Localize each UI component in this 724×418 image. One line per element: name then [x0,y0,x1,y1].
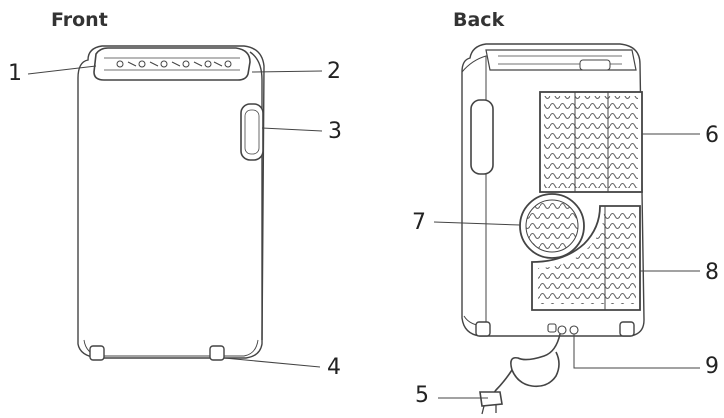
callout-7: 7 [412,210,426,235]
callout-2: 2 [327,59,341,84]
back-casters [475,321,635,337]
drain-fittings [547,323,579,335]
front-unit [77,45,265,361]
control-panel [93,47,251,81]
power-cord [479,333,561,415]
front-view-title: Front [51,9,108,31]
callout-9: 9 [705,354,719,379]
callout-4: 4 [327,355,341,380]
callout-3: 3 [328,119,342,144]
back-view-title: Back [453,9,505,31]
callout-5: 5 [415,383,429,408]
back-unit [461,43,645,337]
control-buttons [116,60,232,68]
back-handle [470,99,494,175]
back-leader-lines [433,133,700,399]
front-leader-lines [27,65,323,368]
front-casters [89,345,225,361]
front-body [77,45,265,359]
callout-1: 1 [8,61,22,86]
callout-6: 6 [705,123,719,148]
callout-8: 8 [705,260,719,285]
